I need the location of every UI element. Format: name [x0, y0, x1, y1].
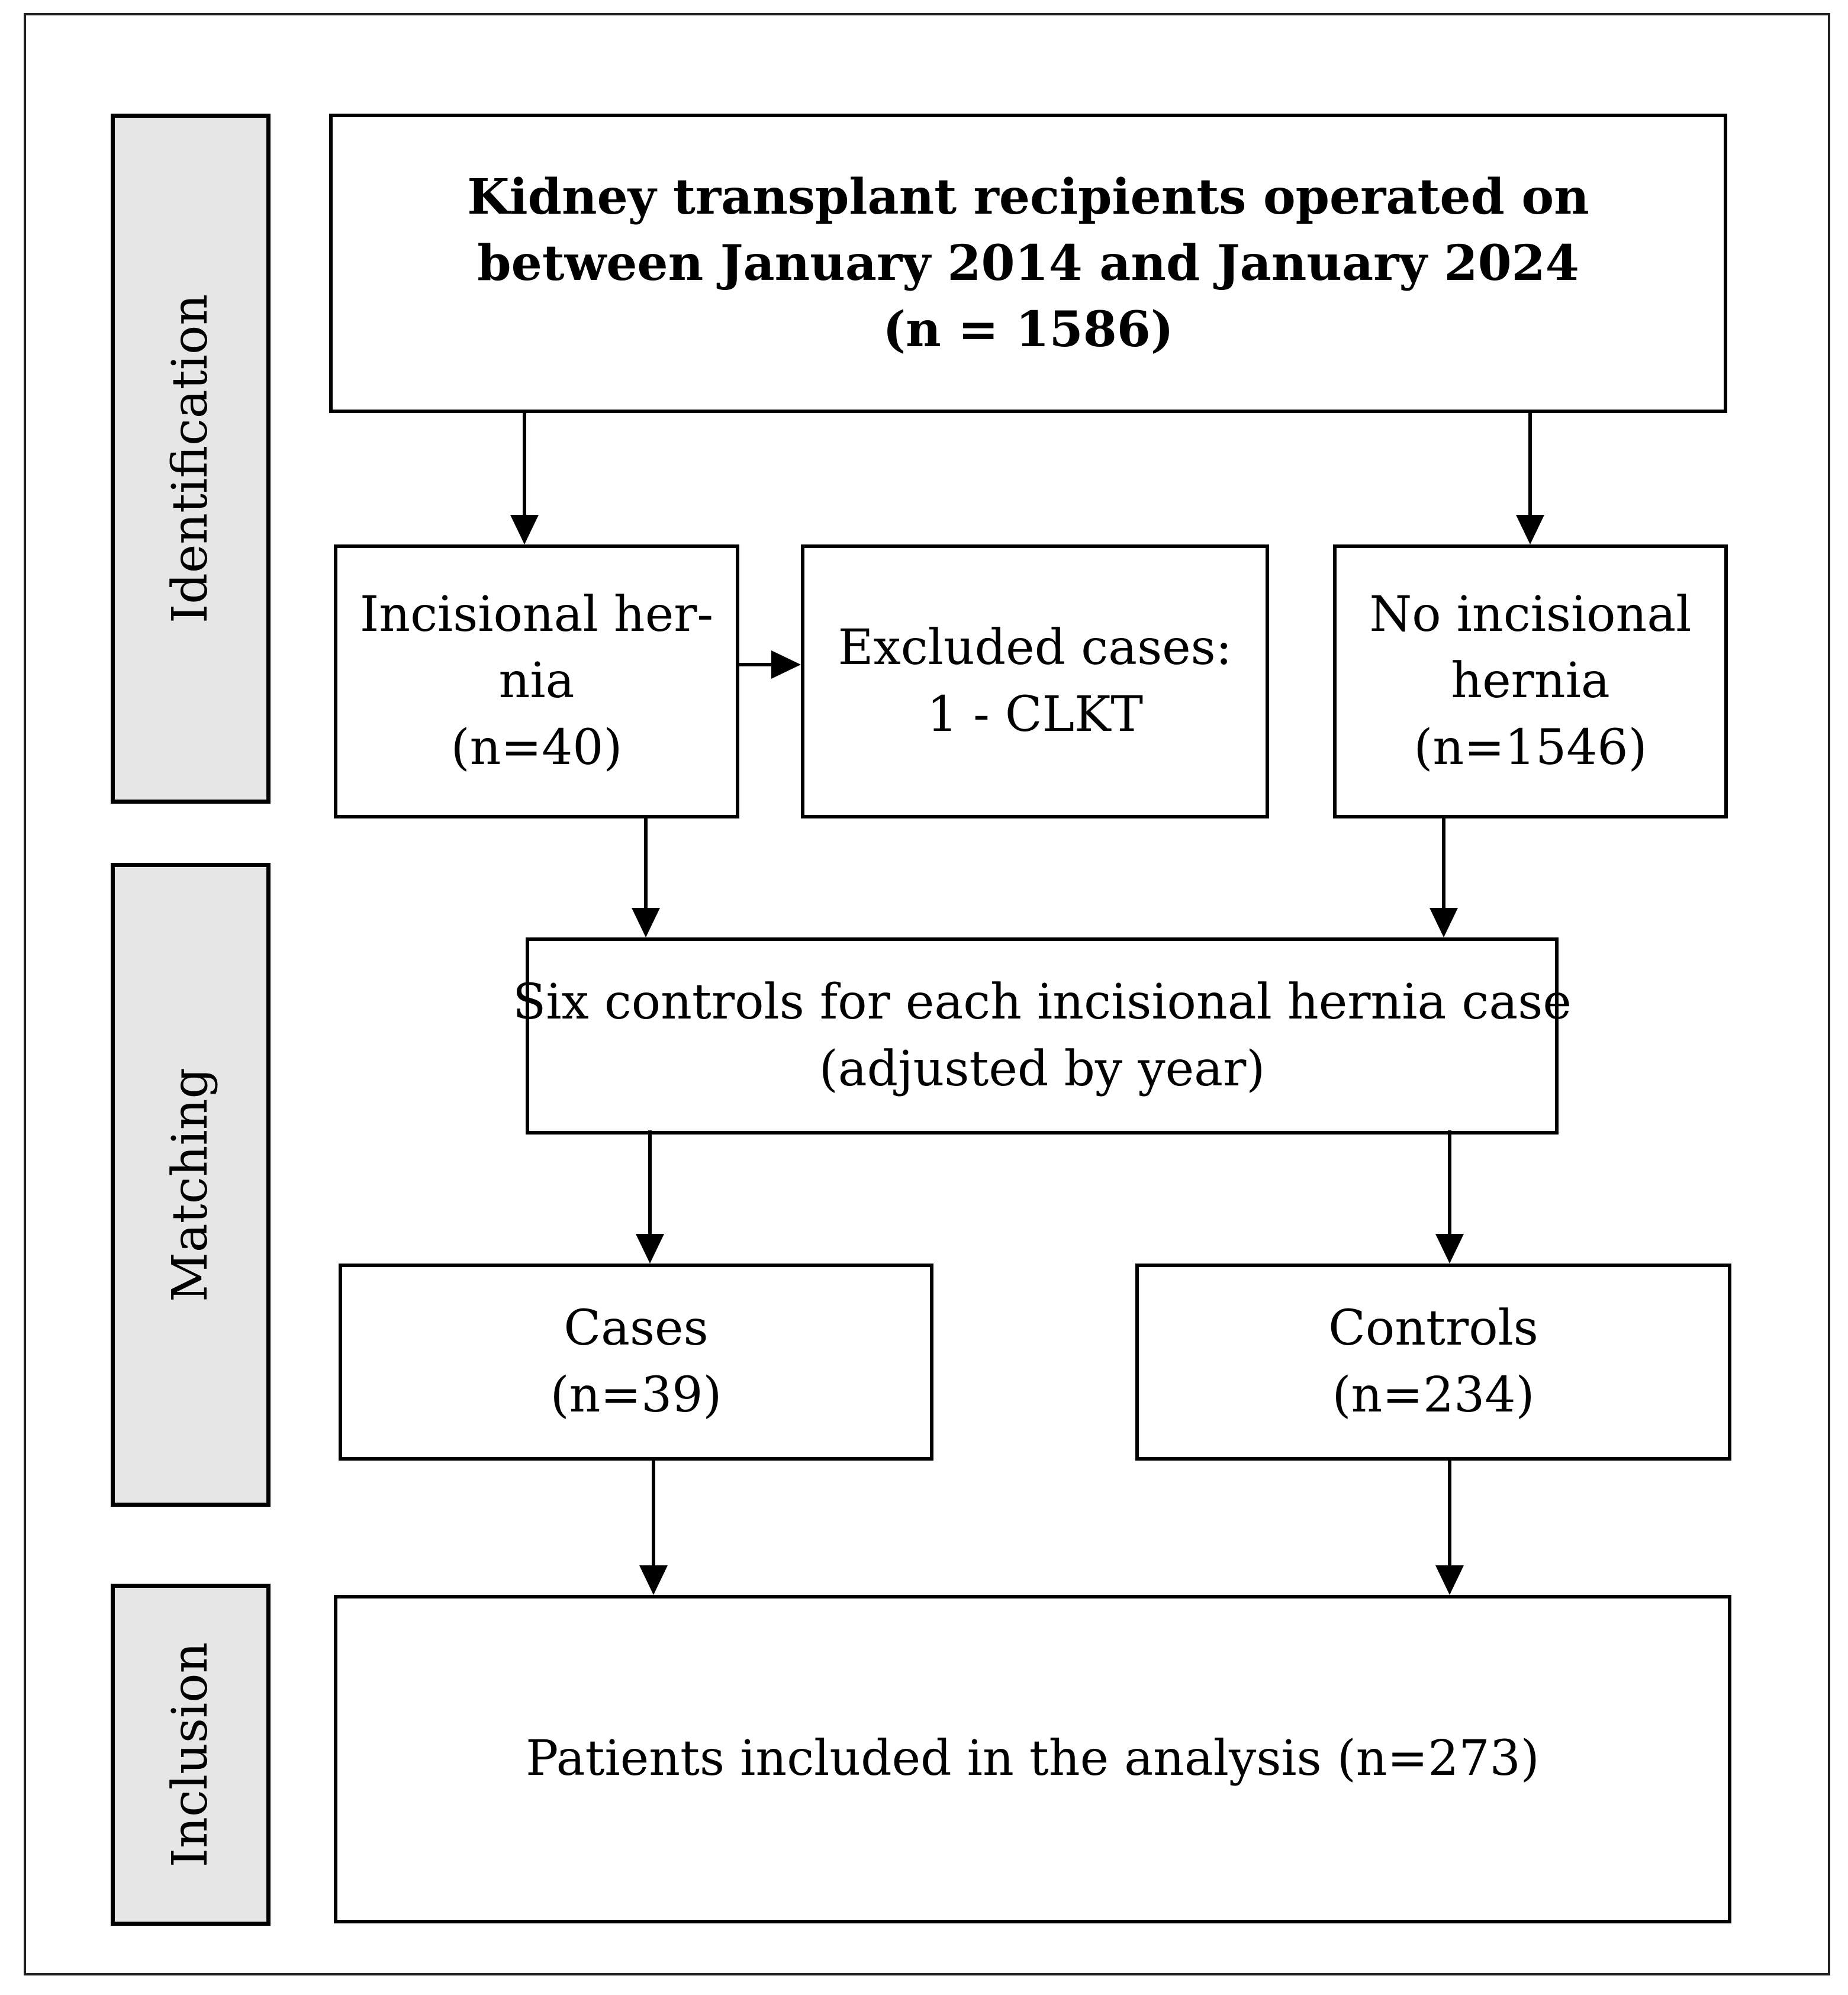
- box-excluded-cases: Excluded cases: 1 - CLKT: [801, 544, 1269, 818]
- box-matching: Six controls for each incisional hernia …: [513, 937, 1572, 1135]
- controls-line-2: (n=234): [1332, 1366, 1535, 1423]
- hernia-line-1: Incisional her-: [359, 586, 714, 643]
- matching-line-1: Six controls for each incisional hernia …: [513, 974, 1572, 1031]
- box-recipients: Kidney transplant recipients operated on…: [329, 114, 1727, 413]
- box-incisional-hernia: Incisional her- nia (n=40): [334, 544, 739, 818]
- arrowhead-recipients-to-no-hernia: [1516, 515, 1544, 544]
- no-hernia-line-3: (n=1546): [1414, 719, 1647, 776]
- box-included: Patients included in the analysis (n=273…: [334, 1595, 1731, 1923]
- arrowhead-hernia-to-excluded: [771, 650, 801, 679]
- hernia-line-2: nia: [498, 653, 575, 710]
- stage-identification: Identification: [111, 114, 271, 804]
- box-cases: Cases (n=39): [339, 1264, 933, 1461]
- recipients-line-2: between January 2014 and January 2024: [477, 234, 1579, 292]
- cases-line-1: Cases: [564, 1300, 709, 1357]
- no-hernia-line-1: No incisional: [1369, 586, 1692, 643]
- arrowhead-hernia-to-matching: [632, 908, 660, 937]
- excluded-line-2: 1 - CLKT: [926, 686, 1144, 743]
- arrowhead-recipients-to-hernia: [510, 515, 539, 544]
- recipients-line-3: (n = 1586): [883, 301, 1174, 359]
- box-no-incisional-hernia: No incisional hernia (n=1546): [1333, 544, 1728, 818]
- stage-matching: Matching: [111, 863, 271, 1507]
- stage-inclusion: Inclusion: [111, 1584, 271, 1926]
- cases-line-2: (n=39): [550, 1366, 722, 1423]
- arrowhead-controls-to-included: [1435, 1565, 1464, 1595]
- recipients-line-1: Kidney transplant recipients operated on: [467, 168, 1589, 225]
- no-hernia-line-2: hernia: [1451, 653, 1610, 710]
- included-line-1: Patients included in the analysis (n=273…: [526, 1730, 1540, 1787]
- diagram-frame: [24, 13, 1830, 1975]
- controls-line-1: Controls: [1328, 1300, 1538, 1357]
- arrowhead-cases-to-included: [639, 1565, 668, 1595]
- hernia-line-3: (n=40): [450, 719, 623, 776]
- arrowhead-no-hernia-to-matching: [1430, 908, 1458, 937]
- excluded-line-1: Excluded cases:: [838, 620, 1232, 676]
- arrowhead-matching-to-controls: [1435, 1234, 1464, 1264]
- arrowhead-matching-to-cases: [636, 1234, 664, 1264]
- box-controls: Controls (n=234): [1135, 1264, 1731, 1461]
- matching-line-2: (adjusted by year): [819, 1040, 1266, 1097]
